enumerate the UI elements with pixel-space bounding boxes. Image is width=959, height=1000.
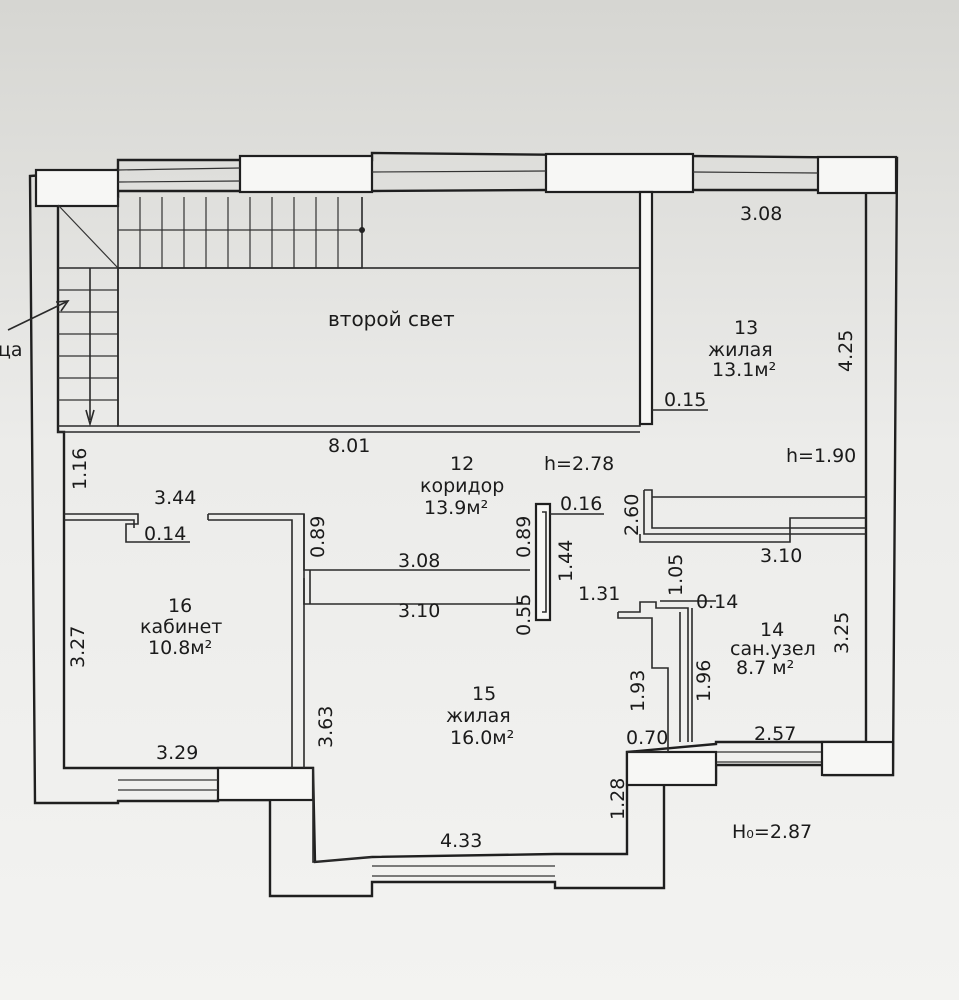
room14-number: 14 [760, 619, 784, 641]
room15-number: 15 [472, 683, 496, 705]
floor-height: H₀=2.87 [732, 821, 812, 843]
dim-1-93: 1.93 [627, 670, 649, 712]
dim-1-05: 1.05 [665, 554, 687, 596]
window-line [692, 171, 819, 174]
dim-0-14-left: 0.14 [144, 523, 186, 545]
second-light-label: второй свет [328, 307, 455, 331]
room13-name: жилая [708, 339, 773, 361]
room15-top-wall [303, 514, 530, 605]
dim-0-89-b: 0.89 [513, 516, 535, 558]
dim-0-14-right: 0.14 [696, 591, 738, 613]
bottom-right-pier [820, 740, 895, 777]
dim-0-89-a: 0.89 [307, 516, 329, 558]
dim-1-16: 1.16 [69, 448, 91, 490]
dim-3-08-mid: 3.08 [398, 550, 440, 572]
dim-0-16: 0.16 [560, 493, 602, 515]
dim-3-27: 3.27 [67, 626, 89, 668]
dim-8-01: 8.01 [328, 435, 370, 457]
room13-area: 13.1м² [712, 359, 776, 381]
bottom-mid-pier [625, 750, 718, 787]
room15-name: жилая [446, 705, 511, 727]
dim-1-28: 1.28 [607, 778, 629, 820]
stair-winder [57, 204, 119, 269]
room15-bottom-wall [312, 751, 668, 863]
room16-number: 16 [168, 595, 192, 617]
dim-1-96: 1.96 [693, 660, 715, 702]
dim-3-08-top: 3.08 [740, 203, 782, 225]
room14-area: 8.7 м² [736, 657, 794, 679]
dim-4-25: 4.25 [835, 330, 857, 372]
dim-3-44: 3.44 [154, 487, 196, 509]
room16-name: кабинет [140, 616, 222, 638]
dim-3-10-mid: 3.10 [398, 600, 440, 622]
wc-left-wall [617, 601, 693, 752]
column-inner [542, 511, 547, 613]
room16-area: 10.8м² [148, 637, 212, 659]
bottom-left-pier [216, 766, 315, 802]
dim-4-33: 4.33 [440, 830, 482, 852]
room14-name: сан.узел [730, 638, 816, 660]
dim-2-60: 2.60 [621, 494, 643, 536]
room16-top-wall [64, 513, 190, 543]
dim-0-55: 0.55 [513, 594, 535, 636]
top-pier-2 [544, 152, 695, 194]
dim-3-29: 3.29 [156, 742, 198, 764]
right-height: h=1.90 [786, 445, 856, 467]
room16-top-wall [64, 519, 135, 528]
window-line [117, 180, 241, 183]
room12-number: 12 [450, 453, 474, 475]
wc-top-wall [639, 517, 866, 543]
stair-label-fragment: ца [0, 339, 23, 361]
room13-partition [638, 190, 654, 426]
corridor-right-partition [643, 489, 866, 535]
left-top-pier [34, 168, 120, 208]
dim-1-31: 1.31 [578, 583, 620, 605]
room15-area: 16.0м² [450, 727, 514, 749]
dim-3-10-right: 3.10 [760, 545, 802, 567]
room12-area: 13.9м² [424, 497, 488, 519]
dim-1-44: 1.44 [555, 540, 577, 582]
dim-3-25: 3.25 [831, 612, 853, 654]
dim-0-15: 0.15 [664, 389, 706, 411]
dim-3-63: 3.63 [315, 706, 337, 748]
room13-number: 13 [734, 317, 758, 339]
top-pier-3 [816, 155, 898, 195]
window-line [371, 170, 547, 173]
top-pier-1 [238, 154, 374, 194]
room12-name: коридор [420, 475, 504, 497]
window-line [117, 167, 241, 171]
corridor-height: h=2.78 [544, 453, 614, 475]
dim-0-70: 0.70 [626, 727, 668, 749]
dim-2-57: 2.57 [754, 723, 796, 745]
